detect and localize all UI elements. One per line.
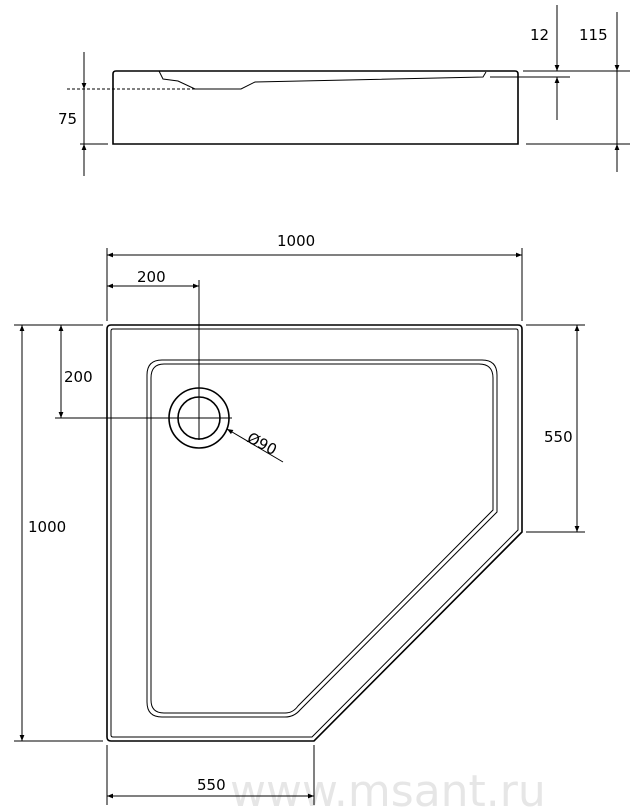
basin-inner-outline <box>150 363 494 714</box>
watermark: www.msant.ru <box>230 766 546 808</box>
tray-outer-outline <box>106 324 523 742</box>
dim-side-75: 75 <box>58 110 77 128</box>
dim-depth-1000: 1000 <box>28 518 66 536</box>
dim-side-12: 12 <box>530 26 549 44</box>
basin-outline <box>146 359 498 718</box>
tray-rim-line <box>110 328 519 738</box>
dim-right-550: 550 <box>544 428 573 446</box>
dim-drain-diameter: Ø90 <box>244 429 280 459</box>
dim-width-1000: 1000 <box>277 232 315 250</box>
side-view: 75 12 115 <box>58 5 630 176</box>
dim-drain-y-200: 200 <box>64 368 93 386</box>
dim-side-115: 115 <box>579 26 608 44</box>
top-view: 1000 200 200 1000 550 550 Ø90 <box>14 232 585 805</box>
side-view-basin-profile <box>158 70 487 90</box>
dim-bottom-550: 550 <box>197 776 226 794</box>
side-view-outline <box>112 70 519 145</box>
dim-drain-x-200: 200 <box>137 268 166 286</box>
